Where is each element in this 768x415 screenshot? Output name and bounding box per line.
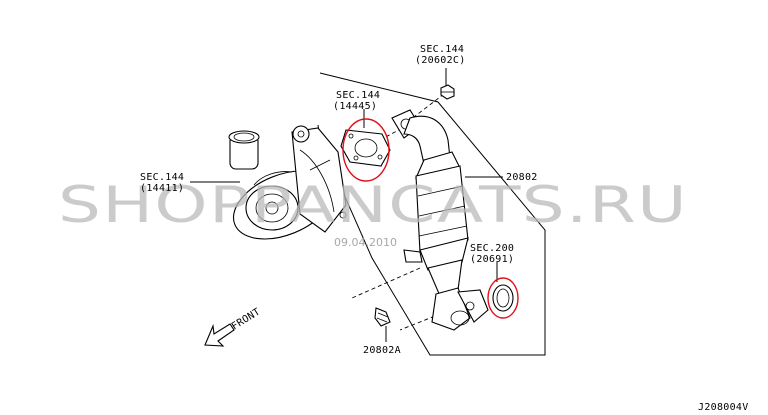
svg-text:FRONT: FRONT bbox=[230, 306, 263, 332]
label-sec144-turbo-part: (14411) bbox=[140, 183, 184, 194]
watermark-text: SHOPPANCATS.RU bbox=[58, 176, 688, 234]
leader-lines bbox=[190, 68, 503, 342]
turbocharger bbox=[228, 125, 347, 240]
label-sec144-turbo-section: SEC.144 bbox=[140, 172, 184, 183]
catalytic-converter bbox=[391, 109, 489, 331]
watermark: SHOPPANCATS.RU 09.04.2010 bbox=[58, 176, 688, 249]
downpipe-gasket bbox=[492, 284, 514, 312]
watermark-date: 09.04.2010 bbox=[334, 236, 397, 249]
label-sec144-nut-section: SEC.144 bbox=[420, 44, 464, 55]
turbo-outlet-gasket bbox=[340, 129, 391, 167]
gasket-20691-highlight bbox=[487, 277, 519, 319]
figure-code: J208004V bbox=[698, 402, 749, 413]
mounting-stud bbox=[374, 307, 391, 327]
front-arrow-icon: FRONT bbox=[204, 306, 263, 347]
gasket-14445-highlight bbox=[342, 118, 390, 182]
flange-nut bbox=[440, 84, 455, 100]
part-labels: SEC.144 (20602C) SEC.144 (14445) SEC.144… bbox=[140, 44, 749, 413]
label-sec144-nut-part: (20602C) bbox=[415, 55, 466, 66]
label-stud: 20802A bbox=[363, 345, 401, 356]
label-sec200-gasket-part: (20691) bbox=[470, 254, 514, 265]
label-converter: 20802 bbox=[506, 172, 538, 183]
label-sec144-gasket-section: SEC.144 bbox=[336, 90, 380, 101]
label-sec144-gasket-part: (14445) bbox=[333, 101, 377, 112]
label-sec200-gasket-section: SEC.200 bbox=[470, 243, 514, 254]
